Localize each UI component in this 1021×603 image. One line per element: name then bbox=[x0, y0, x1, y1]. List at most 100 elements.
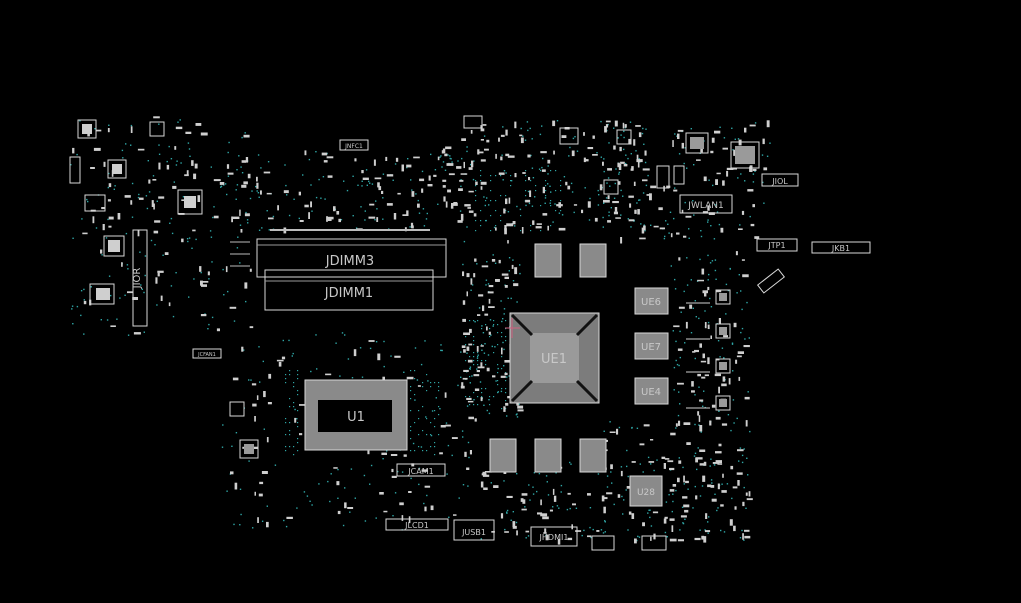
via bbox=[525, 180, 527, 182]
smd-component bbox=[707, 484, 712, 488]
via bbox=[369, 182, 371, 184]
via bbox=[451, 454, 453, 457]
angled-connector bbox=[756, 268, 786, 294]
smd-component bbox=[493, 485, 499, 488]
via bbox=[607, 177, 610, 179]
via bbox=[382, 218, 384, 220]
via bbox=[604, 521, 606, 523]
via bbox=[699, 258, 701, 261]
jkb1-connector[interactable]: JKB1 bbox=[811, 241, 871, 254]
via bbox=[627, 475, 629, 478]
ue7-chip[interactable]: UE7 bbox=[634, 332, 669, 360]
via bbox=[239, 224, 242, 226]
via bbox=[500, 220, 502, 222]
via bbox=[297, 390, 299, 392]
via bbox=[414, 347, 417, 349]
via bbox=[501, 332, 503, 334]
smd-component bbox=[766, 120, 770, 128]
via bbox=[363, 474, 366, 477]
smd-component bbox=[606, 492, 613, 495]
jcam1-connector[interactable]: JCAM1 bbox=[396, 463, 446, 477]
smd-component bbox=[558, 227, 566, 231]
smd-component bbox=[516, 530, 518, 536]
jhdmi1-connector[interactable]: JHDMI1 bbox=[530, 526, 578, 547]
jior-connector[interactable]: JIOR bbox=[132, 229, 148, 327]
smd-component bbox=[737, 480, 740, 486]
jdimm3-slot[interactable]: JDIMM3 bbox=[230, 229, 447, 278]
via bbox=[485, 324, 487, 326]
via bbox=[145, 195, 148, 197]
via bbox=[627, 529, 629, 531]
via bbox=[296, 418, 298, 420]
via bbox=[487, 354, 490, 356]
via bbox=[681, 506, 684, 508]
via bbox=[158, 153, 161, 155]
via bbox=[690, 332, 693, 334]
smd-component bbox=[327, 175, 333, 178]
ue1-gpu[interactable]: UE1 bbox=[505, 312, 600, 404]
via bbox=[682, 466, 684, 469]
via bbox=[417, 199, 419, 202]
via bbox=[285, 422, 287, 424]
via bbox=[484, 204, 486, 207]
jiol-connector[interactable]: JIOL bbox=[761, 173, 799, 187]
smd-component bbox=[592, 154, 598, 156]
via bbox=[635, 150, 637, 152]
smd-component bbox=[729, 519, 733, 526]
smd-component bbox=[700, 147, 703, 153]
smd-component bbox=[498, 137, 500, 142]
via bbox=[736, 417, 738, 420]
smd-component bbox=[199, 266, 202, 272]
smd-component bbox=[565, 181, 568, 186]
u28-chip[interactable]: U28 bbox=[629, 475, 663, 507]
smd-component bbox=[742, 533, 744, 540]
ue6-chip[interactable]: UE6 bbox=[634, 287, 669, 315]
via bbox=[731, 342, 734, 344]
smd-component bbox=[362, 177, 369, 180]
via bbox=[286, 194, 288, 196]
jdimm1-slot[interactable]: JDIMM1 bbox=[264, 269, 434, 311]
smd-component bbox=[268, 373, 272, 379]
jtp1-connector[interactable]: JTP1 bbox=[756, 238, 798, 252]
jnfc1-connector[interactable]: JNFC1 bbox=[339, 139, 369, 151]
u1-cpu[interactable]: U1 bbox=[304, 379, 408, 451]
via bbox=[476, 368, 478, 370]
smd-component bbox=[715, 290, 722, 293]
smd-component bbox=[440, 425, 446, 428]
via bbox=[613, 503, 615, 506]
via bbox=[603, 170, 605, 173]
jlcd1-connector[interactable]: JLCD1 bbox=[385, 518, 449, 531]
jfan1-connector[interactable]: JCFAN1 bbox=[192, 348, 222, 359]
via bbox=[250, 379, 252, 381]
via bbox=[466, 226, 468, 228]
via bbox=[447, 444, 450, 447]
via bbox=[679, 330, 681, 333]
smd-component bbox=[714, 373, 721, 377]
via bbox=[209, 230, 212, 232]
via bbox=[672, 500, 674, 503]
via bbox=[208, 278, 210, 280]
jusb1-connector[interactable]: JUSB1 bbox=[453, 519, 495, 541]
jwlan1-connector[interactable]: JWLAN1 bbox=[679, 194, 733, 214]
smd-component bbox=[256, 395, 259, 400]
via bbox=[602, 216, 604, 219]
smd-component bbox=[622, 122, 625, 129]
via bbox=[175, 164, 178, 166]
via bbox=[505, 392, 507, 394]
via bbox=[666, 536, 668, 538]
via bbox=[490, 180, 492, 182]
via bbox=[647, 512, 649, 514]
via bbox=[713, 464, 716, 466]
ue4-chip[interactable]: UE4 bbox=[634, 377, 669, 405]
smd-component bbox=[556, 204, 563, 207]
via bbox=[726, 483, 729, 485]
smd-component bbox=[741, 210, 745, 215]
via bbox=[480, 180, 482, 182]
smd-component bbox=[504, 228, 507, 235]
smd-component bbox=[444, 392, 447, 398]
via bbox=[228, 141, 230, 144]
via bbox=[311, 210, 313, 212]
smd-component bbox=[197, 195, 201, 202]
smd-component bbox=[686, 442, 691, 445]
